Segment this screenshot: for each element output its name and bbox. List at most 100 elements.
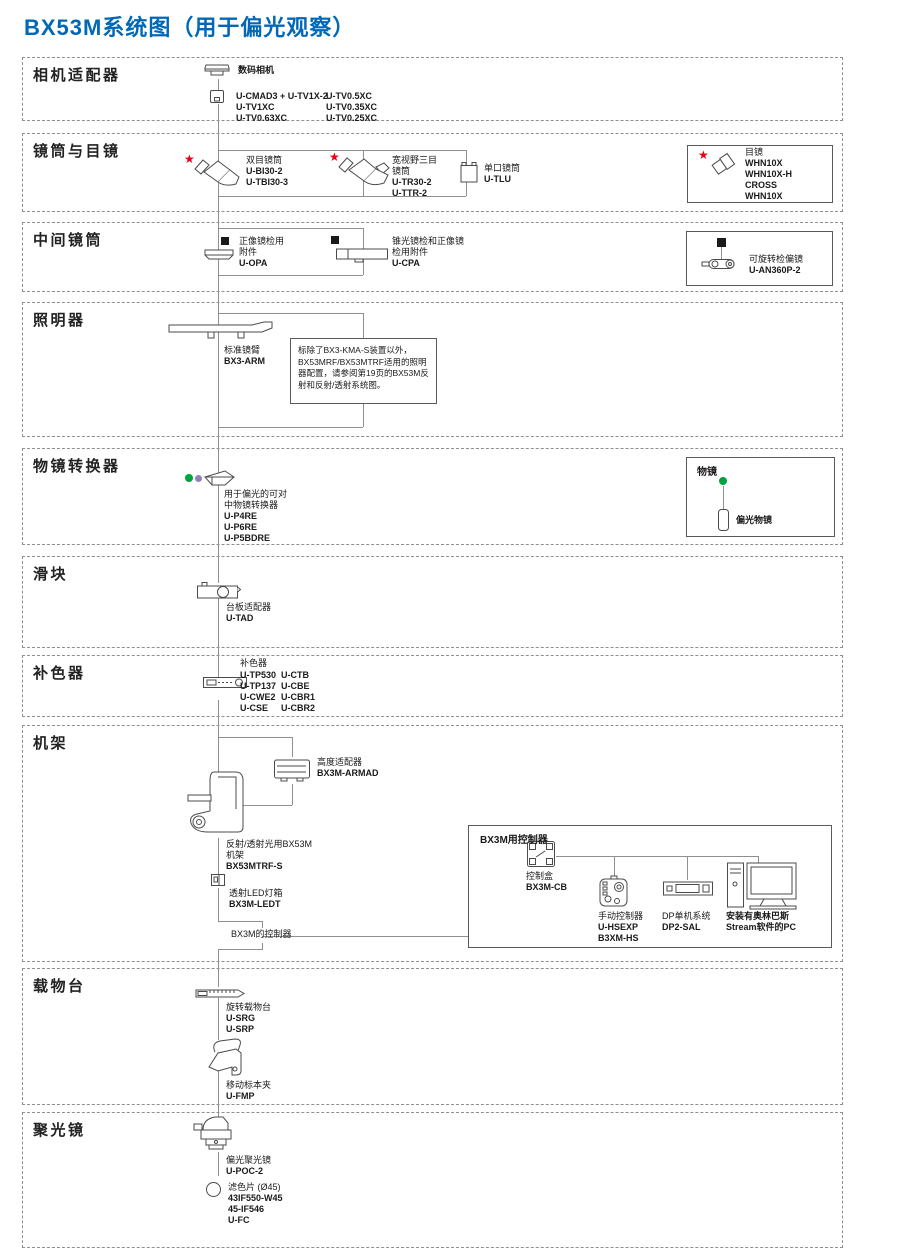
label-trinocular: 宽视野三目 镜筒 U-TR30-2 U-TTR-2 (392, 155, 437, 199)
adapter-code: U-TV1XC (236, 102, 275, 112)
bracket-line (262, 943, 263, 950)
compensator-icon (202, 675, 248, 690)
pc-label-line: Stream软件的PC (726, 922, 797, 932)
compensator-code: U-CSE (240, 703, 269, 713)
connector-line (218, 1068, 219, 1118)
trinocular-name: 宽视野三目 (392, 155, 438, 165)
cpa-icon (335, 245, 389, 263)
connector-line (218, 313, 219, 427)
label-pol-objective: 偏光物镜 (736, 515, 772, 526)
compensator-code: U-CWE2 (240, 692, 276, 702)
adapter-code: U-CMAD3 + U-TV1X-2 (236, 91, 328, 101)
page-title: BX53M系统图（用于偏光观察） (24, 15, 356, 40)
connector-line (721, 247, 722, 259)
controller-box-title: BX3M用控制器 (480, 835, 548, 846)
connector-line (218, 838, 219, 875)
eyepiece-icon (710, 151, 738, 175)
section-condenser: 聚光镜 (22, 1112, 843, 1248)
connector-line (218, 737, 292, 738)
mono-tube-name: 单口镜筒 (484, 163, 521, 173)
section-compensator: 补色器 (22, 655, 843, 717)
square-marker-icon (331, 236, 339, 244)
section-tube-label: 镜筒与目镜 (33, 143, 121, 160)
filter-icon (205, 1181, 222, 1198)
star-icon: ★ (184, 152, 195, 166)
label-binocular: 双目镜筒 U-BI30-2 U-TBI30-3 (246, 155, 288, 188)
pol-nosepiece-code: U-P6RE (224, 522, 258, 532)
objective-box-title: 物镜 (697, 467, 717, 478)
opa-name: 正像镜检用 (239, 236, 285, 246)
adapter-code: U-TV0.5XC (326, 91, 373, 101)
specimen-holder-icon (205, 1036, 245, 1078)
control-box-name: 控制盒 (526, 871, 554, 881)
adapter-code: U-TV0.25XC (326, 113, 378, 123)
fmp-name: 移动标本夹 (226, 1080, 272, 1090)
hand-switch-code: U-HSEXP (598, 922, 639, 932)
compensator-name: 补色器 (240, 658, 268, 668)
label-compensator-col1: U-TP530 U-TP137 U-CWE2 U-CSE (240, 670, 276, 714)
section-stage-label: 载物台 (33, 978, 86, 995)
connector-line (218, 275, 219, 313)
eyepiece-box (687, 145, 833, 203)
camera-adapter-icon (209, 89, 225, 104)
connector-line (614, 856, 615, 878)
arm-name: 标准镜臂 (224, 345, 261, 355)
compensator-code: U-TP137 (240, 681, 277, 691)
filter-code: U-FC (228, 1215, 250, 1225)
connector-line (723, 486, 724, 510)
label-arm: 标准镜臂 BX3-ARM (224, 345, 265, 367)
label-tad: 台板适配器 U-TAD (226, 602, 271, 624)
compensator-code: U-CTB (281, 670, 309, 680)
label-frame-unit: 反射/透射光用BX53M 机架 BX53MTRF-S (226, 839, 312, 872)
section-intermediate-label: 中间镜筒 (33, 232, 104, 249)
section-camera-label: 相机适配器 (33, 67, 121, 84)
connector-line (218, 196, 219, 228)
eyepiece-code: WHN10X (745, 191, 783, 201)
ledt-name: 透射LED灯箱 (229, 888, 283, 898)
fmp-code: U-FMP (226, 1091, 255, 1101)
filter-code: 43IF550-W45 (228, 1193, 283, 1203)
arm-code: BX3-ARM (224, 356, 266, 366)
section-intermediate: 中间镜筒 (22, 222, 843, 292)
section-condenser-label: 聚光镜 (33, 1122, 86, 1139)
label-filters: 滤色片 (Ø45) 43IF550-W45 45-IF546 U-FC (228, 1182, 283, 1226)
dp-system-code: DP2-SAL (662, 922, 701, 932)
opa-icon (203, 246, 235, 262)
tad-name: 台板适配器 (226, 602, 272, 612)
pol-objective-name: 偏光物镜 (736, 515, 773, 525)
connector-line (292, 737, 293, 757)
connector-line (556, 856, 758, 857)
control-box-icon (526, 840, 556, 868)
label-hand-switch: 手动控制器 U-HSEXP B3XM-HS (598, 911, 643, 944)
star-icon: ★ (698, 148, 709, 162)
connector-line (218, 888, 219, 922)
analyzer-code: U-AN360P-2 (749, 265, 801, 275)
label-camera-adapters-col2: U-TV0.5XC U-TV0.35XC U-TV0.25XC (326, 91, 377, 124)
cpa-code: U-CPA (392, 258, 420, 268)
label-analyzer: 可旋转检偏镜 U-AN360P-2 (749, 254, 803, 276)
green-dot-icon (185, 474, 193, 482)
connector-line (292, 784, 293, 805)
binocular-name: 双目镜筒 (246, 155, 283, 165)
pc-icon (726, 860, 798, 910)
poc-name: 偏光聚光镜 (226, 1155, 272, 1165)
frame-unit-name: 反射/透射光用BX53M (226, 839, 313, 849)
eyepiece-code: WHN10X (745, 158, 783, 168)
hand-switch-code: B3XM-HS (598, 933, 639, 943)
section-slider: 滑块 (22, 556, 843, 648)
illuminator-note: 标除了BX3-KMA-S装置以外，BX53MRF/BX53MTRF适用的照明器配… (290, 338, 437, 404)
connector-line (687, 856, 688, 880)
mono-tube-icon (459, 161, 479, 184)
opa-code: U-OPA (239, 258, 268, 268)
pol-nosepiece-name: 中物镜转换器 (224, 500, 279, 510)
hand-switch-icon (598, 875, 630, 909)
objective-icon (716, 508, 731, 532)
pol-nosepiece-code: U-P5BDRE (224, 533, 271, 543)
label-mono-tube: 单口镜筒 U-TLU (484, 163, 520, 185)
label-dp-system: DP单机系统 DP2-SAL (662, 911, 711, 933)
filter-code: 45-IF546 (228, 1204, 265, 1214)
compensator-code: U-TP530 (240, 670, 277, 680)
label-ledt: 透射LED灯箱 BX3M-LEDT (229, 888, 283, 910)
nosepiece-icon (203, 469, 236, 488)
